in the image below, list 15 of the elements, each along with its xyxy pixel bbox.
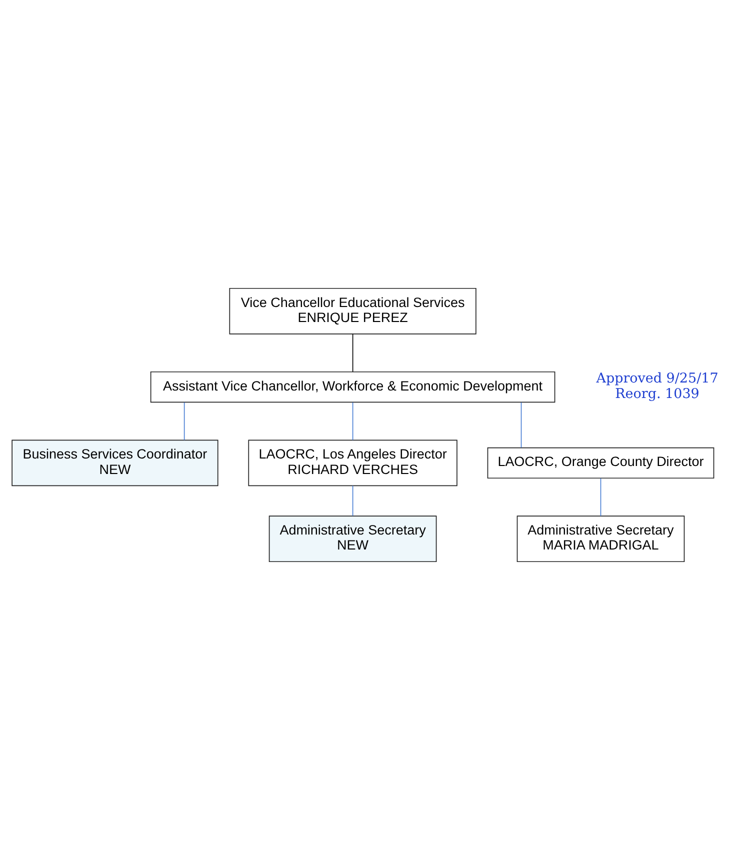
node-box: Vice Chancellor Educational Services ENRIQUE PEREZ [229,287,476,334]
connector [600,477,602,516]
node-box: Administrative Secretary MARIA MADRIGAL [516,515,685,562]
connector [184,401,185,440]
node-box: Assistant Vice Chancellor, Workforce & Economic Development [150,370,556,402]
connector [352,484,354,516]
connector [352,333,354,372]
label: Reorg. 1039 [615,385,700,402]
node-box: Business Services Coordinator NEW [12,439,218,486]
connector [352,401,354,440]
connector [520,401,522,448]
node-box: Administrative Secretary NEW [268,515,437,562]
node-box: LAOCRC, Los Angeles Director RICHARD VERCHES [248,439,458,486]
label: Approved 9/25/17 [596,370,718,386]
node-box: LAOCRC, Orange County Director [487,446,714,478]
